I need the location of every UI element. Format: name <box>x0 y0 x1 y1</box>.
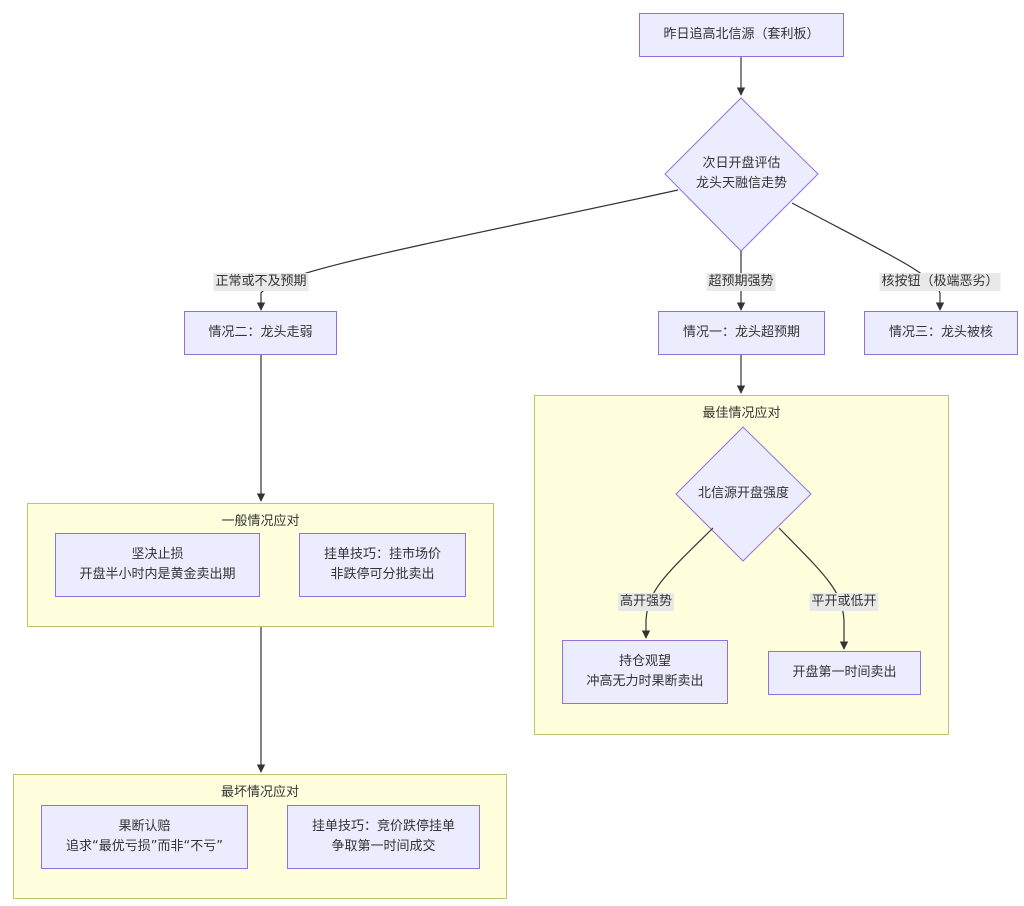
cluster-best-title: 最佳情况应对 <box>702 406 781 421</box>
cluster-worst-title: 最坏情况应对 <box>220 785 299 800</box>
edge-decision-case3 <box>791 202 945 311</box>
edge-best-hold <box>641 527 714 639</box>
decision-label: 次日开盘评估 龙头天融信走势 <box>665 148 818 200</box>
best-decision-text: 北信源开盘强度 <box>697 486 789 501</box>
edge-label-flat-low: 平开或低开 <box>809 593 879 611</box>
edge-decision-case2 <box>256 189 679 311</box>
cut-loss-line-2: 追求“最优亏损”而非“不亏” <box>66 839 223 854</box>
case3-node-label: 情况三：龙头被核 <box>888 325 993 340</box>
sell-open-node: 开盘第一时间卖出 <box>768 651 921 695</box>
hold-node: 持仓观望 冲高无力时果断卖出 <box>562 640 728 704</box>
order-tip-2-line-2: 争取第一时间成交 <box>331 839 436 854</box>
edge-label-high-open: 高开强势 <box>617 593 675 611</box>
sell-open-node-label: 开盘第一时间卖出 <box>792 665 897 680</box>
cut-loss-line-1: 果断认赔 <box>118 819 171 834</box>
cluster-normal-title: 一般情况应对 <box>221 514 300 529</box>
edge-label-normal: 正常或不及预期 <box>213 273 309 291</box>
case2-node: 情况二：龙头走弱 <box>184 311 337 355</box>
stoploss-line-1: 坚决止损 <box>131 547 184 562</box>
edge-label-strong: 超预期强势 <box>706 273 776 291</box>
case3-node: 情况三：龙头被核 <box>864 311 1018 355</box>
order-tip-2-node: 挂单技巧：竞价跌停挂单 争取第一时间成交 <box>287 805 480 869</box>
order-tip-1-line-1: 挂单技巧：挂市场价 <box>323 547 441 562</box>
edge-best-sell <box>778 527 849 650</box>
case2-node-label: 情况二：龙头走弱 <box>208 325 313 340</box>
decision-line-2: 龙头天融信走势 <box>695 176 787 191</box>
order-tip-2-line-1: 挂单技巧：竞价跌停挂单 <box>311 819 455 834</box>
hold-line-1: 持仓观望 <box>618 654 671 669</box>
edge-label-nuke: 核按钮（极端恶劣） <box>879 273 1001 291</box>
case1-node-label: 情况一：龙头超预期 <box>682 325 800 340</box>
start-node: 昨日追高北信源（套利板） <box>639 13 844 57</box>
case1-node: 情况一：龙头超预期 <box>658 311 825 355</box>
order-tip-1-node: 挂单技巧：挂市场价 非跌停可分批卖出 <box>299 533 466 597</box>
best-decision-diamond <box>675 426 812 562</box>
cut-loss-node: 果断认赔 追求“最优亏损”而非“不亏” <box>41 805 248 869</box>
stoploss-node: 坚决止损 开盘半小时内是黄金卖出期 <box>55 533 260 597</box>
order-tip-1-line-2: 非跌停可分批卖出 <box>330 567 435 582</box>
best-decision-label: 北信源开盘强度 <box>676 484 811 504</box>
stoploss-line-2: 开盘半小时内是黄金卖出期 <box>79 567 236 582</box>
decision-line-1: 次日开盘评估 <box>702 156 781 171</box>
hold-line-2: 冲高无力时果断卖出 <box>586 674 704 689</box>
start-node-label: 昨日追高北信源（套利板） <box>663 27 820 42</box>
